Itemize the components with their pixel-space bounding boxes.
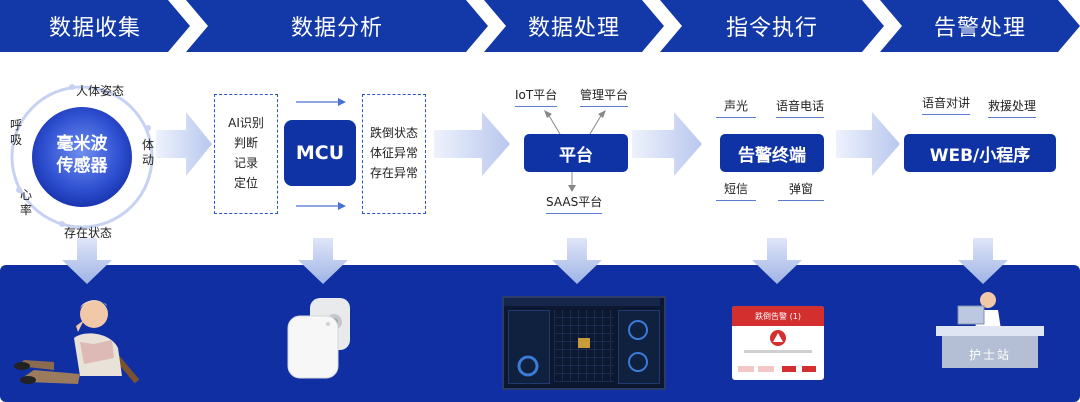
terminal-label-voicecall: 语音电话 xyxy=(776,97,825,118)
sensor-title-line1: 毫米波 xyxy=(56,134,108,154)
analysis-output-item: 存在异常 xyxy=(369,166,418,180)
stage-label: 指令执行 xyxy=(725,16,818,41)
arrow-right-icon xyxy=(296,98,346,106)
alarm-popup-title: 跌倒告警 (1) xyxy=(732,306,824,326)
analysis-output-item: 体征异常 xyxy=(369,146,418,160)
web-app-box: WEB/小程序 xyxy=(904,134,1056,172)
analysis-output-item: 跌倒状态 xyxy=(369,126,418,140)
nurse-station-illustration xyxy=(936,292,1044,368)
sensor-label-movement: 体动 xyxy=(142,138,155,167)
nurse-station-label: 护士站 xyxy=(968,348,1011,362)
arrow-down-icon xyxy=(568,172,576,192)
down-arrow-icon xyxy=(958,238,1008,284)
stage-label: 告警处理 xyxy=(933,16,1026,41)
sensor-label-posture: 人体姿态 xyxy=(76,84,125,98)
down-arrow-icon xyxy=(552,238,602,284)
down-arrow-icon xyxy=(62,238,112,284)
stage-command-execution: 指令执行 xyxy=(660,0,884,52)
alarm-popup-illustration: 跌倒告警 (1) xyxy=(732,306,824,380)
ai-item: 判断 xyxy=(233,136,258,150)
sensor-ring-graphic xyxy=(10,84,154,229)
sensor-title: 毫米波 传感器 xyxy=(32,133,132,177)
web-label-rescue: 救援处理 xyxy=(988,97,1037,118)
stage-label: 数据处理 xyxy=(527,16,620,41)
platform-box: 平台 xyxy=(524,134,628,172)
dashboard-screen-illustration xyxy=(502,296,666,390)
sensor-label-presence: 存在状态 xyxy=(64,226,113,240)
analysis-output-box: 跌倒状态 体征异常 存在异常 xyxy=(362,94,426,214)
stage-label: 数据分析 xyxy=(290,16,383,41)
terminal-label-soundlight: 声光 xyxy=(716,97,756,118)
flow-arrow-icon xyxy=(156,112,212,176)
platform-connector-icon xyxy=(544,110,606,135)
ai-item: 定位 xyxy=(233,176,258,190)
down-arrow-icon xyxy=(298,238,348,284)
stage-data-collection: 数据收集 xyxy=(0,0,190,52)
flow-arrow-icon xyxy=(632,112,702,176)
stage-alarm-handling: 告警处理 xyxy=(880,0,1080,52)
ai-item: 记录 xyxy=(233,156,258,170)
platform-label-iot: IoT平台 xyxy=(515,86,558,107)
terminal-label-sms: 短信 xyxy=(716,180,756,201)
stage-data-analysis: 数据分析 xyxy=(186,0,488,52)
mcu-box: MCU xyxy=(284,120,356,186)
web-label-intercom: 语音对讲 xyxy=(922,94,971,115)
ai-item: AI识别 xyxy=(228,116,264,130)
elderly-fall-illustration xyxy=(14,300,140,384)
arrow-right-icon xyxy=(296,202,346,210)
down-arrow-icon xyxy=(752,238,802,284)
stage-data-processing: 数据处理 xyxy=(484,0,664,52)
flow-arrow-icon xyxy=(836,112,900,176)
sensor-label-breath: 呼吸 xyxy=(10,118,23,147)
sensor-device-illustration xyxy=(287,298,350,379)
platform-label-saas: SAAS平台 xyxy=(546,193,603,214)
stage-label: 数据收集 xyxy=(48,16,141,41)
ai-function-box: AI识别 判断 记录 定位 xyxy=(214,94,278,214)
terminal-label-popup: 弹窗 xyxy=(778,180,824,201)
alarm-terminal-box: 告警终端 xyxy=(720,134,824,172)
warning-icon xyxy=(770,330,786,346)
flow-arrow-icon xyxy=(434,112,510,176)
platform-label-management: 管理平台 xyxy=(580,86,629,107)
sensor-label-heartrate: 心率 xyxy=(20,188,33,217)
sensor-title-line2: 传感器 xyxy=(56,156,108,176)
